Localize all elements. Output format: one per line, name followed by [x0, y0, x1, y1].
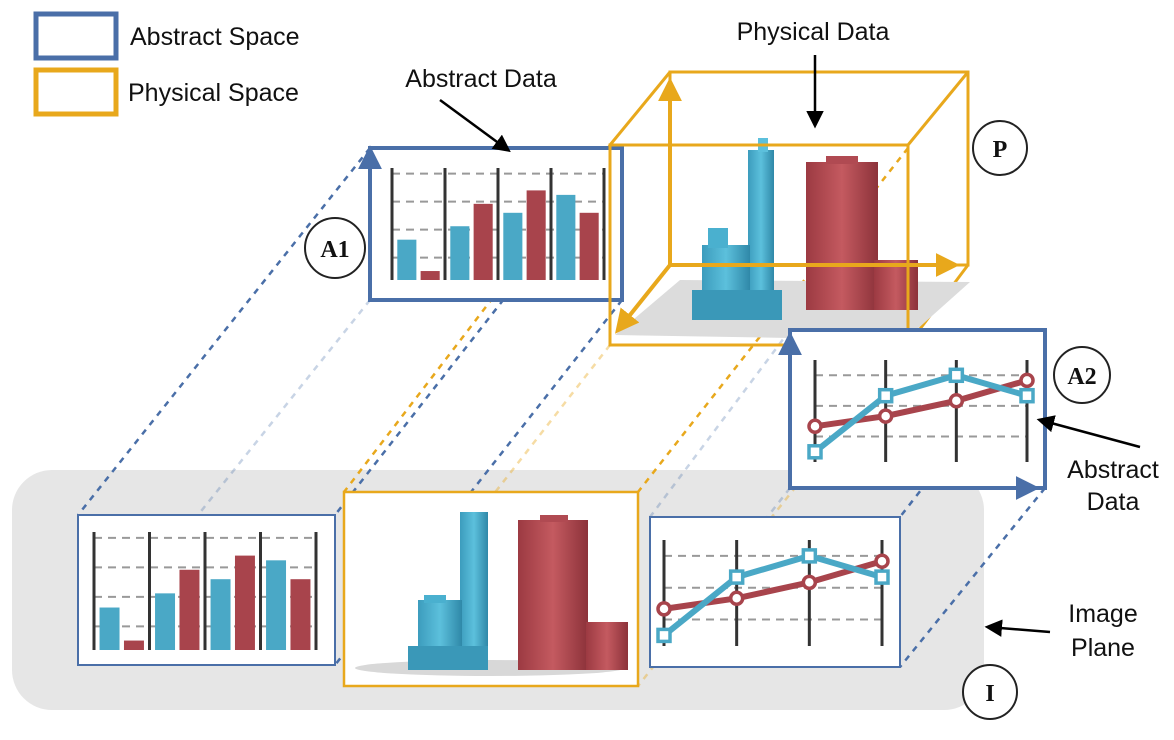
series2-line — [813, 372, 1028, 455]
bar-1-series2 — [123, 640, 144, 650]
image-line-panel — [649, 516, 901, 668]
series2-point-3 — [948, 367, 965, 384]
marker-a2: A2 — [1053, 346, 1111, 404]
image-bar-chart — [92, 532, 318, 650]
label-image-plane-1: Image — [1068, 600, 1137, 628]
bar-2-series2 — [179, 569, 200, 650]
series1-point-3 — [801, 574, 818, 591]
bar-1-series2 — [420, 271, 440, 280]
bar-1-series1 — [99, 607, 120, 650]
svg-text:A1: A1 — [320, 237, 349, 263]
p-front-box — [608, 143, 910, 347]
label-abstract-data-right-2: Data — [1087, 488, 1140, 516]
series2-point-2 — [728, 569, 745, 585]
image-physical-panel — [342, 490, 640, 688]
bar-4-series1 — [556, 194, 576, 280]
series1-point-2 — [728, 590, 745, 607]
series2-point-3 — [801, 548, 818, 564]
p-panel — [608, 70, 970, 347]
series1-point-4 — [874, 553, 890, 569]
series2-point-1 — [807, 444, 823, 460]
bar-4-series1 — [266, 560, 287, 650]
series1-point-2 — [877, 408, 894, 424]
bar-3-series1 — [210, 579, 231, 650]
image-red-building — [518, 515, 628, 670]
legend: Abstract Space Physical Space — [33, 11, 300, 117]
series2-point-4 — [1019, 387, 1035, 404]
a1-bar-chart — [390, 168, 606, 280]
label-abstract-data-top: Abstract Data — [405, 65, 557, 93]
series2-point-1 — [656, 627, 672, 644]
series2-point-4 — [874, 569, 890, 585]
marker-p: P — [972, 120, 1028, 176]
legend-physical-swatch — [33, 67, 119, 117]
arrow-abstract-data-top — [439, 98, 511, 153]
a1-panel — [358, 145, 624, 302]
series2-line — [662, 552, 883, 638]
bar-3-series2 — [234, 555, 255, 650]
legend-abstract-label: Abstract Space — [130, 23, 300, 51]
series1-point-4 — [1019, 372, 1035, 389]
marker-i: I — [962, 664, 1018, 720]
arrow-image-plane — [984, 619, 1051, 637]
image-bar-panel — [77, 514, 336, 666]
a2-line-chart — [807, 360, 1035, 462]
series1-point-3 — [948, 393, 965, 409]
bar-3-series1 — [503, 212, 523, 280]
svg-text:I: I — [985, 681, 994, 707]
label-abstract-data-right-1: Abstract — [1067, 456, 1159, 484]
svg-text:A2: A2 — [1067, 364, 1096, 390]
bar-3-series2 — [526, 190, 546, 280]
label-physical-data: Physical Data — [737, 18, 890, 46]
svg-text:P: P — [993, 137, 1008, 163]
label-image-plane-2: Plane — [1071, 634, 1135, 662]
p-teal-building — [692, 138, 782, 320]
p-axis-front — [615, 263, 672, 334]
a2-panel — [778, 328, 1047, 500]
bar-1-series1 — [397, 239, 417, 280]
series1-point-1 — [656, 601, 672, 617]
bar-2-series1 — [450, 226, 470, 280]
series1-point-1 — [807, 418, 823, 435]
image-teal-building — [408, 512, 488, 670]
bar-2-series2 — [473, 203, 493, 280]
series2-point-2 — [877, 387, 894, 404]
bar-4-series2 — [579, 212, 599, 280]
legend-physical-label: Physical Space — [128, 79, 299, 107]
image-line-chart — [656, 540, 890, 646]
marker-a1: A1 — [304, 217, 366, 279]
legend-abstract-swatch — [33, 11, 119, 61]
bar-4-series2 — [290, 579, 311, 650]
arrow-abstract-data-right — [1036, 415, 1141, 449]
bar-2-series1 — [155, 593, 176, 650]
p-red-building — [806, 156, 918, 310]
